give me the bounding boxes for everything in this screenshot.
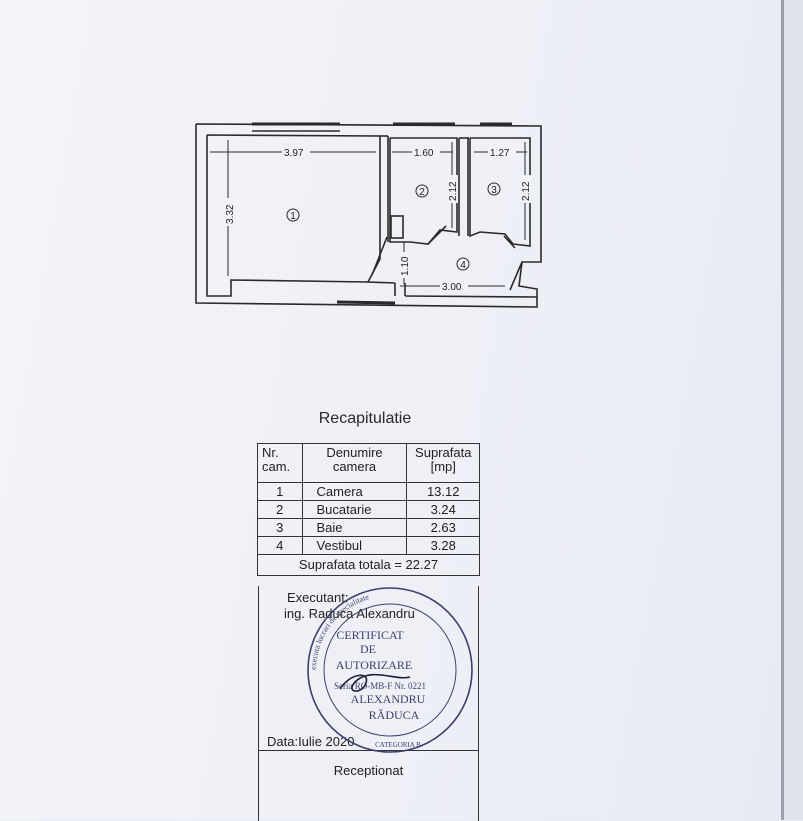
dim-room2-height: 2.12 <box>448 181 459 201</box>
authorization-stamp: executa lucrari de specialitate CERTIFIC… <box>307 587 473 753</box>
row-area: 2.63 <box>406 518 480 537</box>
dim-room4-width: 3.00 <box>442 282 462 293</box>
dim-room3-width: 1.27 <box>490 148 510 159</box>
row-nr: 3 <box>257 518 303 537</box>
date-label: Data:Iulie 2020 <box>267 734 355 749</box>
stamp-line-5: ALEXANDRU <box>351 692 426 706</box>
row-name: Bucatarie <box>301 500 408 519</box>
dim-room1-height: 3.32 <box>225 204 236 224</box>
stamp-category: CATEGORIA B <box>375 741 421 749</box>
stamp-line-1: CERTIFICAT <box>336 628 404 642</box>
header-area: Suprafata [mp] <box>406 443 480 483</box>
paper-sheet <box>0 0 785 820</box>
stamp-line-6: RĂDUCA <box>369 708 420 722</box>
row-nr: 4 <box>257 536 303 555</box>
stamp-line-2: DE <box>360 642 376 656</box>
floor-plan: 3.97 3.32 1.60 2.12 1.27 2.12 3.00 1.10 … <box>195 122 542 308</box>
row-name: Camera <box>301 482 408 501</box>
header-nr: Nr. cam. <box>257 443 303 483</box>
total-row: Suprafata totala = 22.27 <box>257 554 480 576</box>
row-area: 13.12 <box>406 482 480 501</box>
table-row: 3 Baie 2.63 <box>257 518 480 537</box>
row-nr: 1 <box>257 482 303 501</box>
background-strip <box>784 0 803 820</box>
dim-room3-height: 2.12 <box>521 181 532 201</box>
executant-label: Executant: <box>287 590 349 605</box>
table-row: 1 Camera 13.12 <box>257 482 480 501</box>
table-header-row: Nr. cam. Denumire camera Suprafata [mp] <box>257 443 480 483</box>
table-row: 4 Vestibul 3.28 <box>257 536 480 555</box>
total-area: Suprafata totala = 22.27 <box>257 554 480 576</box>
row-area: 3.28 <box>406 536 480 555</box>
row-nr: 2 <box>257 500 303 519</box>
received-label: Receptionat <box>333 763 404 778</box>
row-name: Vestibul <box>301 536 408 555</box>
stamp-line-4: Seria RO-MB-F Nr. 0221 <box>334 681 426 691</box>
room-marker-4: 4 <box>460 260 466 271</box>
signature-scribble <box>339 673 411 692</box>
engineer-name: ing. Raduca Alexandru <box>284 606 415 621</box>
row-area: 3.24 <box>406 500 480 519</box>
room-marker-1: 1 <box>290 211 296 222</box>
header-name: Denumire camera <box>301 443 408 483</box>
row-name: Baie <box>301 518 408 537</box>
room-marker-2: 2 <box>419 187 425 198</box>
recap-table: Nr. cam. Denumire camera Suprafata [mp] … <box>257 443 480 576</box>
dim-room4-height: 1.10 <box>400 256 411 276</box>
page-edge <box>781 0 784 820</box>
receptionat-box: Receptionat <box>258 750 479 821</box>
dim-room1-width: 3.97 <box>284 148 304 159</box>
table-row: 2 Bucatarie 3.24 <box>257 500 480 519</box>
room-marker-3: 3 <box>491 185 497 196</box>
stamp-line-3: AUTORIZARE <box>336 658 412 672</box>
dim-room2-width: 1.60 <box>414 148 434 159</box>
recap-title: Recapitulatie <box>318 410 412 427</box>
